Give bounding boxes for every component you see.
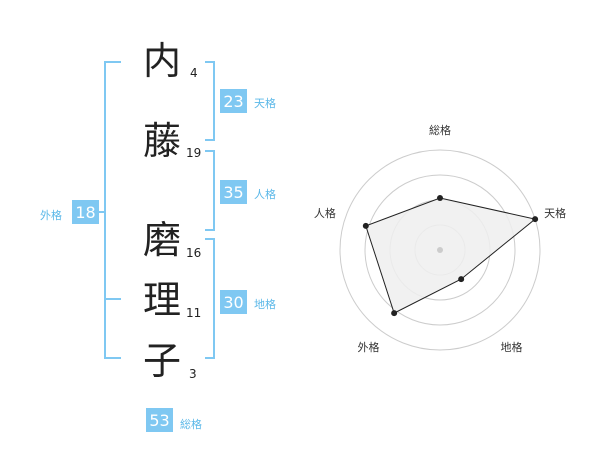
stroke-count-4: 11 (186, 306, 202, 320)
jinkaku-label: 人格 (254, 188, 276, 201)
radar-axis-label-2: 天格 (544, 206, 566, 220)
kanji-5: 子 (143, 339, 182, 383)
gaikaku-label: 外格 (40, 209, 62, 222)
chikaku-label: 地格 (254, 298, 276, 311)
soukaku-label: 総格 (180, 418, 202, 431)
radar-axis-label-1: 総格 (429, 123, 451, 137)
stroke-count-3: 16 (186, 246, 202, 260)
radar-point-4 (391, 310, 398, 317)
radar-ring-3 (364, 174, 516, 326)
stroke-count-2: 19 (186, 146, 202, 160)
radar-point-5 (362, 222, 369, 229)
kanji-2: 藤 (143, 119, 182, 163)
kanji-3: 磨 (143, 218, 182, 262)
radar-ring-4 (339, 149, 541, 351)
kanji-4: 理 (143, 278, 182, 322)
radar-ring-2 (389, 199, 491, 301)
radar-area (365, 197, 537, 314)
radar-point-1 (437, 195, 443, 201)
radar-axis-label-4: 外格 (357, 340, 379, 354)
kanji-1: 内 (143, 39, 182, 83)
jinkaku-value-badge: 35 (220, 180, 247, 204)
gaikaku-value-badge: 18 (72, 200, 99, 224)
tenkaku-value-badge: 23 (220, 89, 247, 113)
tenkaku-label: 天格 (254, 97, 276, 110)
radar-axis-label-3: 地格 (501, 340, 523, 354)
radar-point-3 (458, 276, 465, 283)
radar-point-2 (532, 216, 539, 223)
stroke-count-5: 3 (189, 367, 197, 381)
radar-axis-label-5: 人格 (314, 206, 336, 220)
chikaku-value-badge: 30 (220, 290, 247, 314)
soukaku-value-badge: 53 (146, 408, 173, 432)
radar-center (437, 247, 443, 253)
stroke-count-1: 4 (190, 66, 198, 80)
radar-ring-1 (414, 224, 466, 276)
